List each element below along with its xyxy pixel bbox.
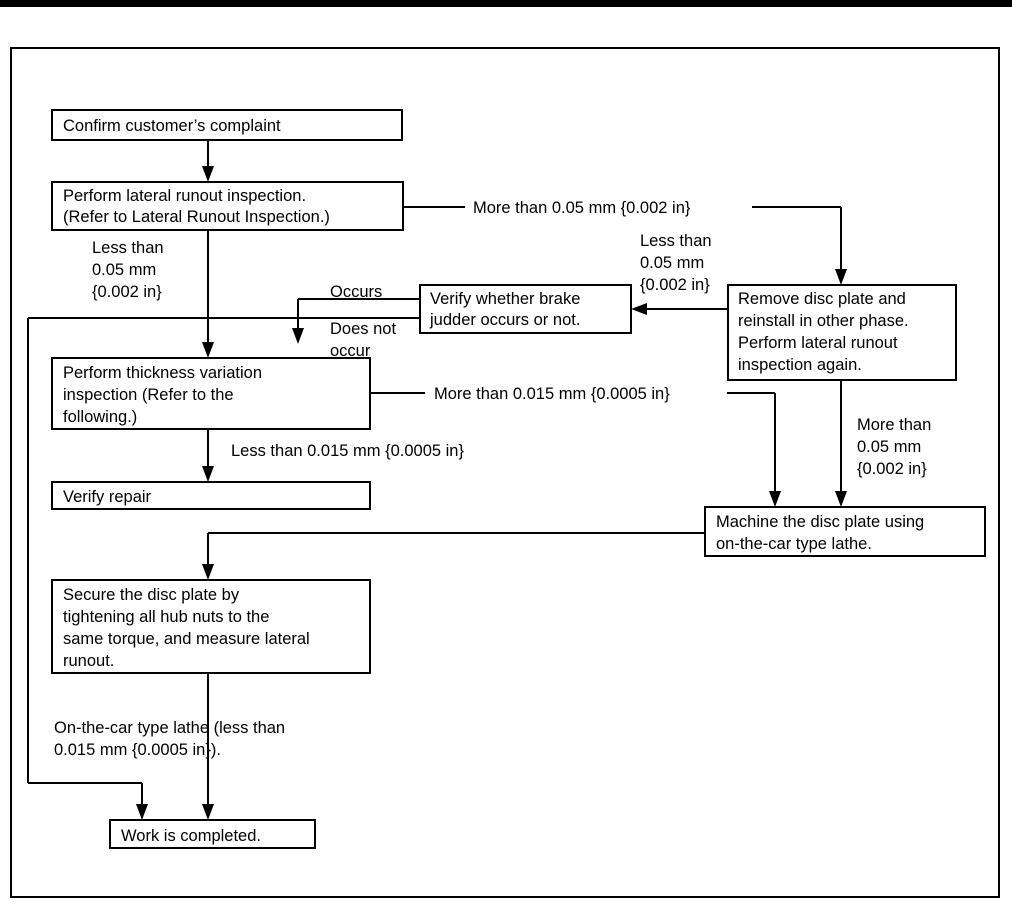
node-layer: Confirm customer’s complaint Perform lat… (51, 109, 986, 849)
node-thickness-variation-inspection[interactable]: Perform thickness variation inspection (… (51, 357, 371, 430)
node-lateral-runout-inspection-line-0: Perform lateral runout inspection. (63, 187, 306, 205)
edge-label-less-than-005-right-line-0: Less than (640, 232, 712, 250)
edge-label-more-than-0015: More than 0.015 mm {0.0005 in} (434, 385, 670, 403)
edge-label-less-than-005-right-line-2: {0.002 in} (640, 276, 710, 294)
arrowhead-lateral-runout-to-thickness (202, 342, 214, 358)
arrowhead-machine-to-secure (202, 564, 214, 580)
node-thickness-variation-inspection-line-1: inspection (Refer to the (63, 386, 234, 404)
edge-label-does-not-occur: Does not occur (330, 320, 396, 360)
edge-label-less-than-005-left: Less than 0.05 mm {0.002 in} (92, 239, 164, 301)
node-lateral-runout-inspection-box (51, 181, 404, 231)
node-verify-brake-judder-line-0: Verify whether brake (430, 290, 580, 308)
arrowhead-remove-to-machine (835, 491, 847, 507)
node-secure-disc-plate[interactable]: Secure the disc plate by tightening all … (51, 579, 371, 674)
node-remove-disc-plate-line-2: Perform lateral runout (738, 334, 898, 352)
node-verify-brake-judder-line-1: judder occurs or not. (429, 311, 580, 329)
edge-label-less-than-005-left-line-1: 0.05 mm (92, 261, 156, 279)
edge-label-more-than-005-top-line-0: More than 0.05 mm {0.002 in} (473, 199, 691, 217)
edge-label-more-than-005-lower-right-line-1: 0.05 mm (857, 438, 921, 456)
node-secure-disc-plate-line-1: tightening all hub nuts to the (63, 608, 269, 626)
node-secure-disc-plate-line-2: same torque, and measure lateral (63, 630, 310, 648)
node-confirm-complaint-line-0: Confirm customer’s complaint (63, 117, 281, 135)
edge-label-less-than-005-left-line-0: Less than (92, 239, 164, 257)
node-confirm-complaint-box (51, 109, 403, 141)
arrowhead-judder-occurs-to-thickness (292, 328, 304, 344)
edge-label-does-not-occur-line-1: occur (330, 342, 371, 360)
arrowhead-not-occur-to-work-completed (136, 804, 148, 820)
node-remove-disc-plate-line-3: inspection again. (738, 356, 862, 374)
edge-label-less-than-005-right-line-1: 0.05 mm (640, 254, 704, 272)
edge-label-more-than-0015-line-0: More than 0.015 mm {0.0005 in} (434, 385, 670, 403)
node-remove-disc-plate[interactable]: Remove disc plate and reinstall in other… (727, 284, 957, 381)
edge-label-more-than-005-lower-right-line-2: {0.002 in} (857, 460, 927, 478)
node-machine-disc-plate[interactable]: Machine the disc plate using on-the-car … (704, 506, 986, 557)
edge-label-on-the-car-lathe-line-1: 0.015 mm {0.0005 in}). (54, 741, 221, 759)
node-verify-repair[interactable]: Verify repair (51, 481, 371, 510)
node-verify-repair-box (51, 481, 371, 510)
node-remove-disc-plate-box (727, 284, 957, 381)
node-work-completed[interactable]: Work is completed. (109, 819, 316, 849)
page-top-black-bar (0, 0, 1012, 7)
edge-label-does-not-occur-line-0: Does not (330, 320, 396, 338)
node-thickness-variation-inspection-line-2: following.) (63, 408, 137, 426)
edge-label-on-the-car-lathe: On-the-car type lathe (less than 0.015 m… (54, 719, 285, 759)
node-work-completed-box (109, 819, 316, 849)
node-secure-disc-plate-box (51, 579, 371, 674)
arrowhead-secure-to-work-completed (202, 804, 214, 820)
node-verify-brake-judder[interactable]: Verify whether brake judder occurs or no… (419, 284, 632, 334)
edge-label-more-than-005-lower-right: More than 0.05 mm {0.002 in} (857, 416, 931, 478)
node-verify-repair-line-0: Verify repair (63, 488, 152, 506)
edge-label-on-the-car-lathe-line-0: On-the-car type lathe (less than (54, 719, 285, 737)
node-work-completed-line-0: Work is completed. (121, 827, 261, 845)
node-lateral-runout-inspection[interactable]: Perform lateral runout inspection. (Refe… (51, 181, 404, 231)
edge-label-more-than-005-lower-right-line-0: More than (857, 416, 931, 434)
node-machine-disc-plate-line-1: on-the-car type lathe. (716, 535, 872, 553)
node-thickness-variation-inspection-line-0: Perform thickness variation (63, 364, 262, 382)
node-remove-disc-plate-line-0: Remove disc plate and (738, 290, 906, 308)
arrowhead-thickness-to-verify-repair (202, 466, 214, 482)
edge-label-less-than-0015: Less than 0.015 mm {0.0005 in} (231, 442, 464, 460)
edge-label-more-than-005-top: More than 0.05 mm {0.002 in} (473, 199, 691, 217)
edge-label-less-than-0015-line-0: Less than 0.015 mm {0.0005 in} (231, 442, 464, 460)
edge-label-occurs: Occurs (330, 283, 382, 301)
edge-label-occurs-line-0: Occurs (330, 283, 382, 301)
node-machine-disc-plate-box (704, 506, 986, 557)
node-machine-disc-plate-line-0: Machine the disc plate using (716, 513, 924, 531)
node-lateral-runout-inspection-line-1: (Refer to Lateral Runout Inspection.) (63, 208, 330, 226)
node-remove-disc-plate-line-1: reinstall in other phase. (738, 312, 909, 330)
node-verify-brake-judder-box (419, 284, 632, 334)
edge-label-layer: Less than 0.05 mm {0.002 in} More than 0… (54, 199, 931, 759)
arrowhead-remove-to-verify-judder (631, 303, 647, 315)
arrowhead-lateral-runout-to-remove (835, 269, 847, 285)
arrowhead-confirm-to-lateral-runout (202, 166, 214, 182)
edge-label-less-than-005-left-line-2: {0.002 in} (92, 283, 162, 301)
node-confirm-complaint[interactable]: Confirm customer’s complaint (51, 109, 403, 141)
connector-layer (27, 140, 847, 820)
node-thickness-variation-inspection-box (51, 357, 371, 430)
node-secure-disc-plate-line-0: Secure the disc plate by (63, 586, 240, 604)
arrowhead-thickness-to-machine (769, 491, 781, 507)
edge-label-less-than-005-right: Less than 0.05 mm {0.002 in} (640, 232, 712, 294)
node-secure-disc-plate-line-3: runout. (63, 652, 114, 670)
